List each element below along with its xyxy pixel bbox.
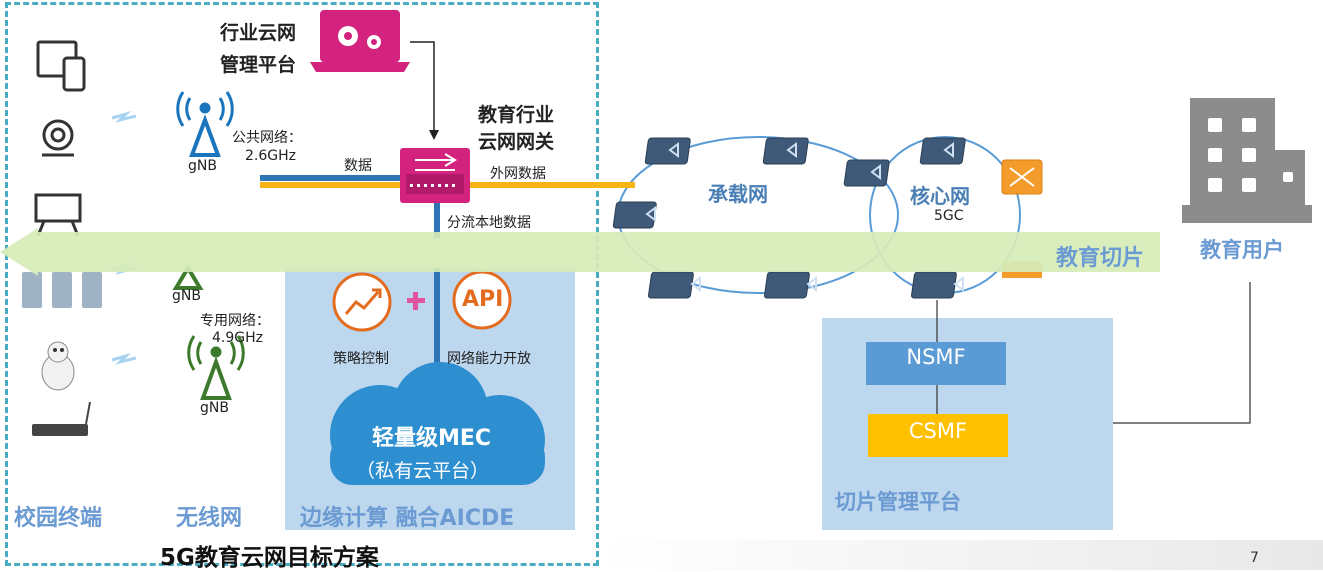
strategy-chart-icon xyxy=(332,272,392,332)
bearer-network-label: 承载网 xyxy=(708,182,768,206)
gnb-label-top: gNB xyxy=(188,158,217,174)
gnb-label-bottom: gNB xyxy=(200,400,229,416)
mec-cloud-subtitle: （私有云平台） xyxy=(356,460,490,482)
laptop-gear-icon xyxy=(310,10,410,72)
csmf-box: CSMF xyxy=(868,414,1008,457)
data-flow-label: 数据 xyxy=(344,158,372,174)
robot-icon xyxy=(41,341,75,391)
set-top-box-icon xyxy=(32,401,91,436)
building-icon xyxy=(1182,98,1312,223)
mec-cloud-icon xyxy=(330,362,545,485)
slice-management-title: 切片管理平台 xyxy=(835,490,961,514)
education-user-label: 教育用户 xyxy=(1200,238,1284,262)
target-solution-frame xyxy=(5,2,599,566)
solution-title: 5G教育云网目标方案 xyxy=(160,545,379,571)
nsmf-label: NSMF xyxy=(906,345,966,369)
router-icon xyxy=(843,159,890,187)
router-icon xyxy=(612,201,657,229)
campus-terminals-label: 校园终端 xyxy=(14,506,103,531)
education-slice-arrow xyxy=(0,228,1160,276)
wireless-network-label: 无线网 xyxy=(176,506,243,531)
footer-band xyxy=(600,540,1323,570)
private-network-label: 专用网络： xyxy=(200,313,270,329)
gateway-label-2: 云网网关 xyxy=(478,131,555,153)
mec-cloud-title: 轻量级MEC xyxy=(372,426,492,451)
data-line xyxy=(260,175,410,181)
router-icon xyxy=(644,137,691,165)
public-network-freq: 2.6GHz xyxy=(245,148,296,164)
gateway-label-1: 教育行业 xyxy=(478,104,555,126)
plus-icon xyxy=(407,292,425,310)
router-icon xyxy=(919,137,966,165)
local-offload-line xyxy=(434,200,440,238)
external-data-label: 外网数据 xyxy=(490,166,546,182)
local-offload-label: 分流本地数据 xyxy=(447,215,531,231)
core-network-sub: 5GC xyxy=(934,208,964,224)
gateway-device-icon xyxy=(400,148,470,203)
core-network-label: 核心网 xyxy=(910,184,970,208)
platform-arrow xyxy=(410,41,435,132)
api-open-label: 网络能力开放 xyxy=(447,351,531,367)
page-number: 7 xyxy=(1250,550,1259,566)
public-network-label: 公共网络： xyxy=(232,130,302,146)
csmf-label: CSMF xyxy=(908,419,968,443)
industry-platform-label-2: 管理平台 xyxy=(220,54,297,76)
gate-turnstile-icon xyxy=(22,272,102,308)
gnb-label-mid: gNB xyxy=(172,288,201,304)
monitor-phone-icon xyxy=(36,40,86,92)
mec-link-line xyxy=(434,268,440,378)
router-icon xyxy=(762,137,809,165)
gnb-tower-icon-bottom xyxy=(187,335,245,400)
education-slice-label: 教育切片 xyxy=(1056,246,1145,271)
api-icon-text: API xyxy=(462,287,504,312)
gnb-tower-icon-mid xyxy=(172,264,204,290)
private-network-freq: 4.9GHz xyxy=(212,330,263,346)
industry-platform-label-1: 行业云网 xyxy=(220,22,297,44)
webcam-icon xyxy=(42,119,74,157)
gnb-tower-icon-top xyxy=(176,91,234,157)
strategy-control-label: 策略控制 xyxy=(333,351,389,367)
edge-computing-label: 边缘计算 融合AICDE xyxy=(300,506,515,531)
nsmf-box: NSMF xyxy=(866,342,1006,385)
